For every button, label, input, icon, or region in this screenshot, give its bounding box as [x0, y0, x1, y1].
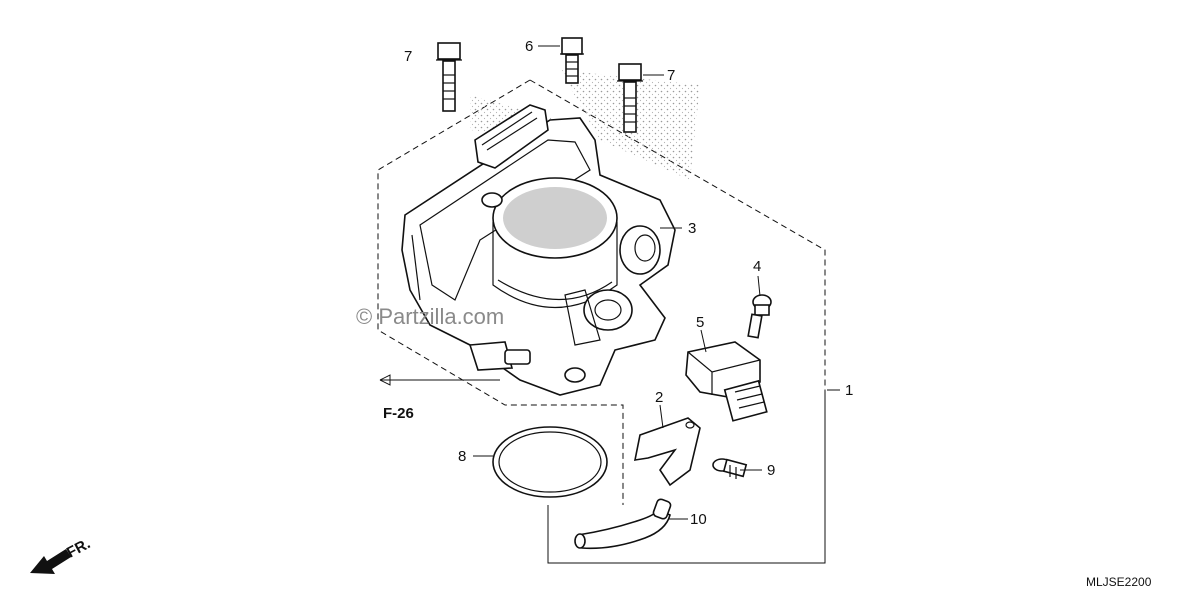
callout-7-right: 7 — [667, 67, 675, 84]
hose-10[interactable] — [574, 498, 672, 550]
callout-10: 10 — [690, 511, 707, 528]
screw-9[interactable] — [712, 458, 748, 479]
bracket-2[interactable] — [633, 417, 701, 487]
callout-9: 9 — [767, 462, 775, 479]
callout-3: 3 — [688, 220, 696, 237]
screw-4[interactable] — [747, 294, 772, 339]
callout-1: 1 — [845, 382, 853, 399]
callout-4: 4 — [753, 258, 761, 275]
sensor-5[interactable] — [685, 341, 768, 422]
watermark: © Partzilla.com — [356, 304, 504, 329]
callout-6: 6 — [525, 38, 533, 55]
front-direction-arrow — [30, 549, 71, 574]
callout-7-left: 7 — [404, 48, 412, 65]
throttle-body[interactable] — [401, 117, 676, 396]
callout-5: 5 — [696, 314, 704, 331]
diagram-code: MLJSE2200 — [1086, 575, 1152, 589]
callout-2: 2 — [655, 389, 663, 406]
section-reference-label: F-26 — [383, 405, 414, 422]
o-ring-8[interactable] — [492, 426, 608, 498]
bolt-7-right[interactable] — [617, 63, 643, 133]
bolt-7-left[interactable] — [436, 42, 462, 112]
throttle-body-connector — [474, 104, 549, 169]
callout-8: 8 — [458, 448, 466, 465]
bolt-6[interactable] — [560, 37, 584, 84]
leader-lines — [379, 45, 840, 520]
